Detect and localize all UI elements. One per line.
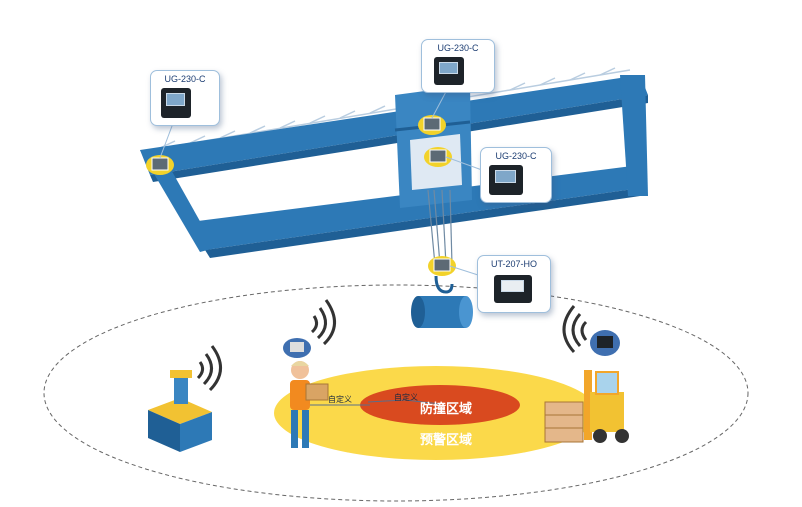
crane-hook [434, 275, 454, 294]
sensor-marker-3 [424, 147, 452, 167]
sensor-marker-4 [428, 256, 456, 276]
controller-device-icon [489, 165, 523, 195]
inner-distance-label: 自定义 [394, 393, 418, 402]
controller-device-icon [434, 57, 464, 85]
warning-zone-label: 预警区域 [420, 433, 473, 448]
sensor-marker-2 [418, 115, 446, 135]
forklift-figure [544, 370, 629, 443]
crane-load [411, 296, 473, 328]
crane-frame [140, 75, 648, 258]
machine-wireless-icon [196, 345, 222, 392]
device-callout-4: UT-207-HO [477, 255, 551, 313]
detection-boundary [43, 284, 749, 502]
controller-device-icon [494, 275, 532, 303]
device-model-label: UT-207-HO [490, 259, 537, 269]
worker-wireless-icon [310, 299, 336, 346]
worker-figure [290, 361, 329, 448]
outer-distance-label: 自定义 [328, 395, 352, 404]
worker-tag [283, 338, 311, 358]
hoist-ropes [427, 189, 453, 266]
controller-device-icon [161, 88, 191, 118]
device-model-label: UG-230-C [495, 151, 537, 161]
collision-zone [360, 385, 520, 425]
device-callout-1: UG-230-C [150, 70, 220, 126]
device-model-label: UG-230-C [437, 43, 479, 53]
device-callout-3: UG-230-C [480, 147, 552, 203]
forklift-tag [590, 330, 620, 356]
device-callout-2: UG-230-C [421, 39, 495, 93]
collision-zone-label: 防撞区域 [420, 402, 473, 417]
distance-arrows [310, 399, 441, 406]
machine-figure [148, 370, 212, 452]
device-model-label: UG-230-C [164, 74, 206, 84]
forklift-wireless-icon [562, 305, 588, 354]
sensor-marker-1 [146, 155, 174, 175]
